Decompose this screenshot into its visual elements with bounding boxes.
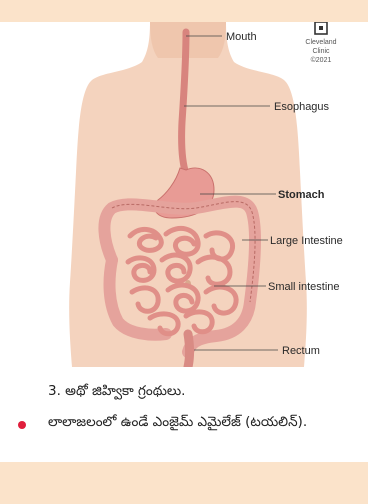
top-strip <box>0 0 368 22</box>
esophagus-shape <box>182 32 186 174</box>
numbered-item: 3. అథో జిహ్వికా గ్రంథులు. <box>48 380 368 402</box>
logo-line-1: Cleveland <box>305 39 336 46</box>
logo-line-3: ©2021 <box>311 56 332 64</box>
bullet-item: లాలాజలంలో ఉండే ఎంజైమ్ ఎమైలేజ్ (టయలిన్). <box>48 410 358 434</box>
label-large-intestine: Large Intestine <box>270 235 343 247</box>
rectum-shape <box>188 334 190 367</box>
bottom-strip <box>0 462 368 504</box>
label-small-intestine: Small intestine <box>268 281 340 293</box>
label-stomach: Stomach <box>278 189 325 201</box>
label-rectum: Rectum <box>282 345 320 357</box>
digestive-system-diagram: Mouth Esophagus Stomach Large Intestine … <box>0 22 368 367</box>
bullet-dot <box>18 421 26 429</box>
logo-line-2: Clinic <box>312 48 330 55</box>
cleveland-clinic-logo: Cleveland Clinic ©2021 <box>305 22 336 64</box>
label-esophagus: Esophagus <box>274 101 330 113</box>
label-mouth: Mouth <box>226 31 257 43</box>
